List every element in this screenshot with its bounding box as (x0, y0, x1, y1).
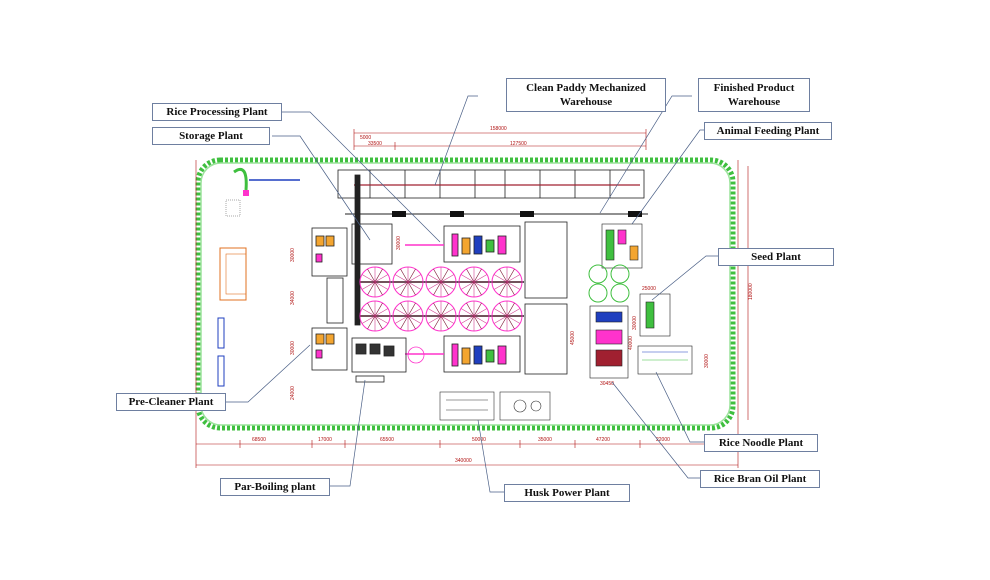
dim-bottom-5: 35000 (538, 437, 552, 443)
dim-left-3: 30000 (290, 341, 296, 355)
label-par-boiling-text: Par-Boiling plant (234, 481, 316, 493)
label-rice-bran-oil-plant: Rice Bran Oil Plant (700, 470, 820, 488)
silo (359, 266, 391, 298)
label-rice-noodle-plant: Rice Noodle Plant (704, 434, 818, 452)
silo (425, 300, 457, 332)
par-boiling-plant (351, 337, 425, 383)
label-rice-noodle-text: Rice Noodle Plant (718, 437, 804, 449)
dimension-frame (195, 132, 749, 468)
dim-bottom-total: 340000 (455, 458, 472, 464)
dim-bottom-7: 22000 (656, 437, 670, 443)
label-rice-processing-plant: Rice Processing Plant (152, 103, 282, 121)
conveyor-blocks (392, 211, 642, 217)
dim-left-1: 30000 (290, 248, 296, 262)
silo (392, 266, 424, 298)
dim-noodle-h: 30000 (704, 354, 710, 368)
label-seed-text: Seed Plant (751, 251, 801, 263)
seed-plant (639, 293, 671, 337)
silo (491, 300, 523, 332)
clean-paddy-warehouse (337, 169, 648, 215)
dim-bottom-6: 47200 (596, 437, 610, 443)
dim-oil-w: 30450 (600, 381, 614, 387)
silo (491, 266, 523, 298)
rice-processing-plants (405, 225, 521, 373)
label-par-boiling-plant: Par-Boiling plant (220, 478, 330, 496)
green-hedge-inner (200, 162, 731, 426)
label-animal-feeding-plant: Animal Feeding Plant (704, 122, 832, 140)
dim-seed-h: 30000 (632, 316, 638, 330)
silo (425, 266, 457, 298)
label-clean-paddy-line1: Clean Paddy Mechanized (526, 82, 646, 94)
dim-bottom-2: 17000 (318, 437, 332, 443)
label-pre-cleaner-plant: Pre-Cleaner Plant (116, 393, 226, 411)
label-finished-product-warehouse: Finished Product Warehouse (698, 78, 810, 112)
dim-right-total: 180000 (748, 283, 754, 300)
dim-top-left-b: 33500 (368, 141, 382, 147)
rice-noodle-plant (637, 345, 693, 375)
dim-left-2: 34000 (290, 291, 296, 305)
animal-feeding-plant (601, 223, 643, 269)
dim-seed-w: 25000 (642, 286, 656, 292)
husk-power-plant (439, 391, 551, 421)
dim-bottom-3: 65500 (380, 437, 394, 443)
label-rice-bran-oil-text: Rice Bran Oil Plant (713, 473, 807, 485)
dim-top-left-a: 5000 (360, 135, 371, 141)
dim-oil-h: 40000 (628, 336, 634, 350)
dim-top-total: 158000 (490, 126, 507, 132)
green-hedge-boundary (195, 157, 736, 431)
label-clean-paddy-line2: Warehouse (559, 96, 613, 108)
dim-mid-1: 30000 (396, 236, 402, 250)
label-rice-processing-text: Rice Processing Plant (166, 106, 268, 118)
dim-left-4: 24000 (290, 386, 296, 400)
dim-bottom-4: 50000 (472, 437, 486, 443)
pre-cleaner-buildings (311, 227, 348, 371)
silo (458, 266, 490, 298)
finished-warehouses (524, 221, 568, 375)
dim-bottom-1: 68500 (252, 437, 266, 443)
label-finished-line1: Finished Product (713, 82, 795, 94)
label-pre-cleaner-text: Pre-Cleaner Plant (128, 396, 214, 408)
label-storage-plant: Storage Plant (152, 127, 270, 145)
storage-buildings (351, 174, 393, 326)
label-seed-plant: Seed Plant (718, 248, 834, 266)
label-animal-feeding-text: Animal Feeding Plant (716, 125, 820, 137)
silo-array (358, 266, 524, 332)
dim-mid-2: 45000 (570, 331, 576, 345)
feed-silos (588, 264, 630, 303)
label-finished-line2: Warehouse (727, 96, 781, 108)
dimension-ticks (239, 129, 647, 448)
rice-bran-oil-plant (589, 305, 629, 379)
label-husk-power-text: Husk Power Plant (524, 487, 610, 499)
label-clean-paddy-warehouse: Clean Paddy Mechanized Warehouse (506, 78, 666, 112)
label-storage-text: Storage Plant (179, 130, 243, 142)
dim-top-right: 127500 (510, 141, 527, 147)
silo (392, 300, 424, 332)
left-racks (217, 167, 300, 387)
label-husk-power-plant: Husk Power Plant (504, 484, 630, 502)
silo (359, 300, 391, 332)
silo (458, 300, 490, 332)
